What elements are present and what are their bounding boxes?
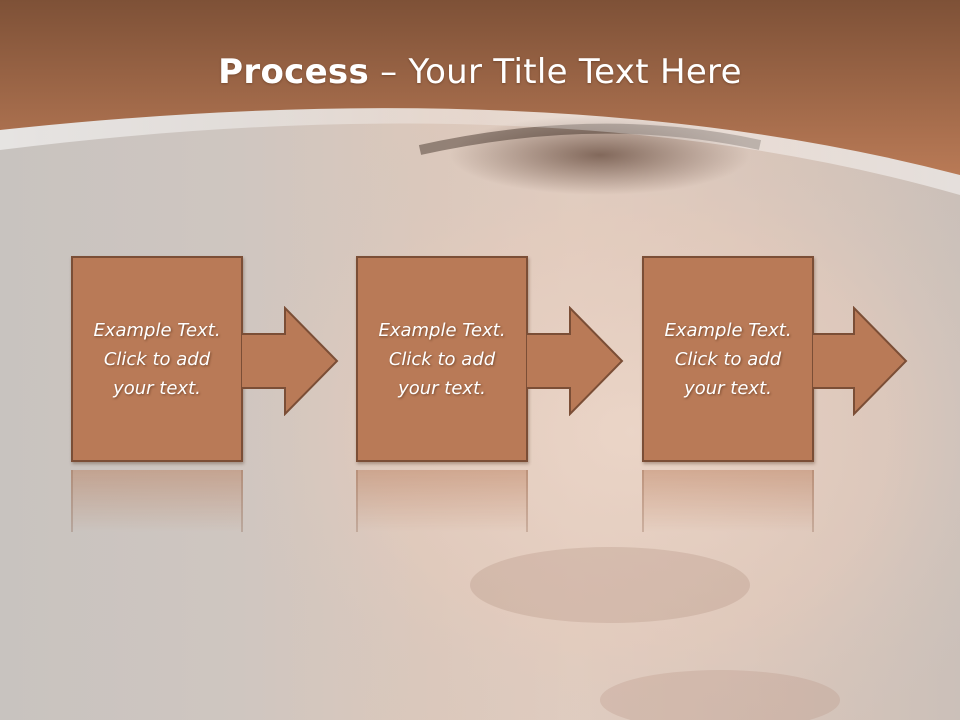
step-box[interactable] (356, 256, 528, 462)
right-arrow-icon (812, 306, 908, 416)
step-reflection (356, 470, 528, 532)
step-text[interactable]: Example Text. Click to add your text. (71, 256, 243, 462)
step-text[interactable]: Example Text. Click to add your text. (356, 256, 528, 462)
step-reflection (71, 470, 243, 532)
process-step-2[interactable]: Example Text. Click to add your text. (356, 256, 696, 468)
step-line-2: Click to add (103, 348, 211, 370)
step-line-1: Example Text. (378, 319, 506, 341)
step-line-2: Click to add (674, 348, 782, 370)
title-bold: Process (218, 52, 370, 92)
title-separator: – (369, 52, 409, 92)
step-box[interactable] (642, 256, 814, 462)
step-line-3: your text. (684, 377, 772, 399)
process-step-1[interactable]: Example Text. Click to add your text. (71, 256, 411, 468)
step-line-1: Example Text. (93, 319, 221, 341)
right-arrow-icon (241, 306, 339, 416)
step-line-3: your text. (113, 377, 201, 399)
step-line-3: your text. (398, 377, 486, 399)
right-arrow-icon (526, 306, 624, 416)
slide-title[interactable]: Process – Your Title Text Here (0, 52, 960, 92)
process-step-3[interactable]: Example Text. Click to add your text. (642, 256, 942, 468)
title-rest: Your Title Text Here (408, 52, 742, 92)
step-line-2: Click to add (388, 348, 496, 370)
step-text[interactable]: Example Text. Click to add your text. (642, 256, 814, 462)
step-reflection (642, 470, 814, 532)
step-line-1: Example Text. (664, 319, 792, 341)
header-band (0, 0, 960, 195)
